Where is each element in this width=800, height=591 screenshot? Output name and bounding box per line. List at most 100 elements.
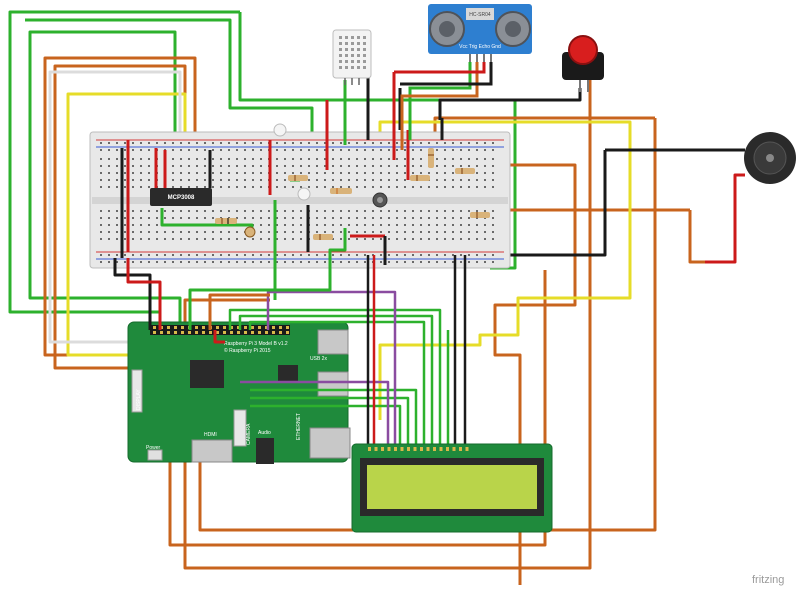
breadboard-hole	[468, 254, 470, 256]
wire-yellow	[378, 120, 632, 420]
breadboard-hole	[460, 165, 462, 167]
breadboard-hole	[220, 231, 222, 233]
breadboard-hole	[452, 210, 454, 212]
breadboard-hole	[468, 224, 470, 226]
breadboard-hole	[340, 158, 342, 160]
breadboard-hole	[196, 217, 198, 219]
gpio-pin	[237, 326, 240, 329]
breadboard-hole	[124, 142, 126, 144]
breadboard-hole	[236, 142, 238, 144]
breadboard-hole	[284, 149, 286, 151]
breadboard-hole	[452, 254, 454, 256]
breadboard-hole	[460, 210, 462, 212]
breadboard-hole	[196, 261, 198, 263]
lcd-pin	[374, 447, 378, 451]
breadboard-hole	[260, 172, 262, 174]
breadboard-hole	[188, 149, 190, 151]
breadboard-hole	[188, 165, 190, 167]
breadboard-hole	[388, 142, 390, 144]
breadboard-hole	[124, 210, 126, 212]
breadboard-hole	[300, 224, 302, 226]
breadboard-hole	[260, 210, 262, 212]
breadboard-hole	[356, 186, 358, 188]
breadboard-hole	[204, 142, 206, 144]
breadboard-hole	[172, 231, 174, 233]
breadboard-hole	[372, 210, 374, 212]
gpio-pin	[188, 331, 191, 334]
breadboard-hole	[308, 165, 310, 167]
lcd-pin	[407, 447, 410, 451]
breadboard-hole	[140, 158, 142, 160]
breadboard-hole	[196, 254, 198, 256]
breadboard-hole	[436, 186, 438, 188]
breadboard-hole	[452, 238, 454, 240]
breadboard-hole	[276, 217, 278, 219]
breadboard-hole	[420, 224, 422, 226]
breadboard-hole	[260, 231, 262, 233]
breadboard-hole	[380, 172, 382, 174]
breadboard-hole	[148, 172, 150, 174]
breadboard-hole	[188, 254, 190, 256]
breadboard-hole	[228, 186, 230, 188]
wire-green	[250, 404, 402, 445]
breadboard-hole	[148, 224, 150, 226]
sensor-grille-slot	[357, 60, 360, 63]
breadboard-hole	[412, 142, 414, 144]
breadboard-hole	[340, 238, 342, 240]
breadboard-hole	[476, 186, 478, 188]
breadboard-hole	[308, 179, 310, 181]
breadboard-hole	[332, 238, 334, 240]
breadboard-hole	[332, 142, 334, 144]
wire-black	[438, 88, 582, 120]
breadboard-hole	[348, 217, 350, 219]
breadboard-hole	[140, 149, 142, 151]
breadboard-hole	[412, 165, 414, 167]
sensor-grille-slot	[363, 36, 366, 39]
breadboard-hole	[396, 217, 398, 219]
breadboard-hole	[188, 172, 190, 174]
breadboard-hole	[484, 158, 486, 160]
breadboard-hole	[324, 210, 326, 212]
breadboard-hole	[220, 210, 222, 212]
breadboard-hole	[236, 172, 238, 174]
breadboard-hole	[436, 254, 438, 256]
breadboard-hole	[276, 210, 278, 212]
breadboard-hole	[492, 210, 494, 212]
resistor	[470, 212, 490, 218]
breadboard-hole	[140, 210, 142, 212]
breadboard-hole	[444, 224, 446, 226]
lcd-pin	[400, 447, 404, 451]
pi-copyright-label: © Raspberry Pi 2015	[224, 347, 271, 354]
breadboard-hole	[260, 165, 262, 167]
breadboard-hole	[332, 186, 334, 188]
breadboard-hole	[308, 172, 310, 174]
gpio-pin	[258, 331, 261, 334]
breadboard-hole	[276, 142, 278, 144]
wire-purple	[240, 380, 390, 445]
breadboard-hole	[292, 142, 294, 144]
gpio-pin	[272, 331, 275, 334]
breadboard-hole	[204, 254, 206, 256]
breadboard-hole	[396, 186, 398, 188]
breadboard-hole	[196, 231, 198, 233]
breadboard-hole	[100, 165, 102, 167]
breadboard-hole	[420, 142, 422, 144]
breadboard-hole	[420, 149, 422, 151]
wire-red	[394, 62, 486, 74]
breadboard-hole	[428, 142, 430, 144]
breadboard-hole	[380, 158, 382, 160]
wire-yellow	[66, 92, 187, 357]
breadboard-hole	[348, 261, 350, 263]
breadboard-hole	[372, 238, 374, 240]
breadboard-hole	[420, 238, 422, 240]
breadboard-hole	[212, 172, 214, 174]
breadboard-hole	[444, 142, 446, 144]
breadboard-hole	[284, 217, 286, 219]
push-button	[562, 35, 604, 92]
wire-orange	[400, 62, 479, 150]
breadboard-hole	[324, 172, 326, 174]
breadboard-hole	[100, 186, 102, 188]
breadboard-hole	[236, 217, 238, 219]
breadboard-hole	[196, 179, 198, 181]
sensor-grille-slot	[351, 36, 354, 39]
